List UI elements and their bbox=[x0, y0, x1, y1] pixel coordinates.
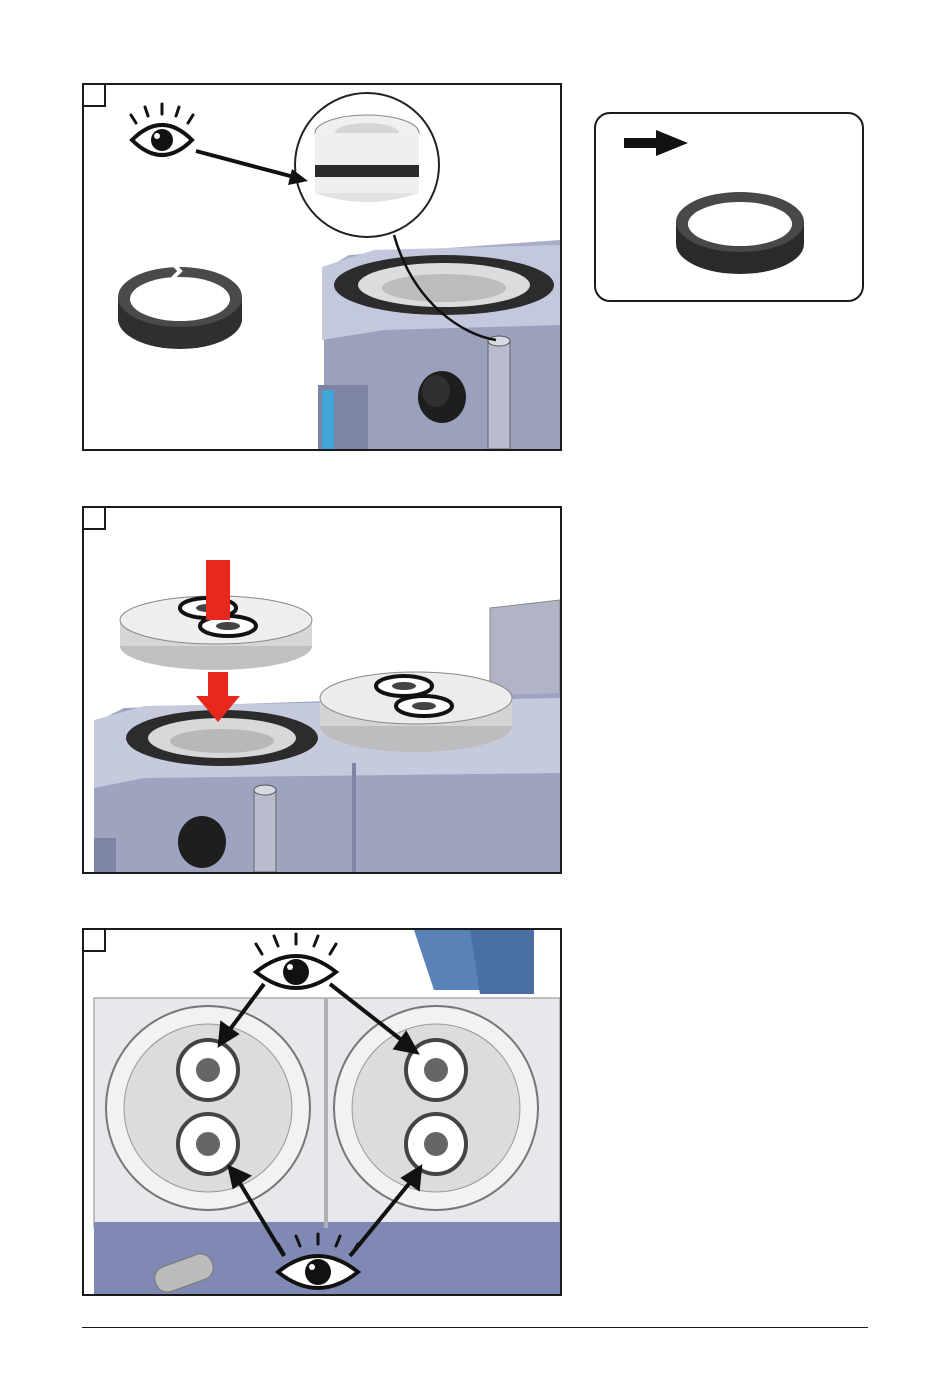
tie-rod bbox=[488, 336, 510, 449]
step-1-panel bbox=[82, 83, 562, 451]
footer-rule bbox=[82, 1327, 868, 1328]
replacement-seal-ring bbox=[676, 192, 804, 274]
installed-valve-plate bbox=[320, 672, 512, 752]
cylinder-bore bbox=[334, 255, 554, 315]
step-1-illustration bbox=[84, 85, 560, 449]
step-2-illustration bbox=[84, 508, 560, 872]
step-2-panel bbox=[82, 506, 562, 874]
split-seal-ring bbox=[118, 265, 242, 349]
step-2-number bbox=[84, 508, 106, 530]
step-3-number bbox=[84, 930, 106, 952]
arrow-icon bbox=[196, 151, 308, 185]
step-3-illustration bbox=[84, 930, 560, 1294]
seal-detail-callout bbox=[295, 93, 439, 237]
knob bbox=[178, 816, 226, 868]
left-valve-plate bbox=[106, 1006, 310, 1210]
knob bbox=[418, 371, 466, 423]
note-illustration bbox=[596, 114, 862, 300]
eye-icon bbox=[131, 104, 193, 155]
eye-icon bbox=[256, 934, 336, 988]
cylinder-bore bbox=[126, 710, 318, 766]
note-box bbox=[594, 112, 864, 302]
arrow-right-icon bbox=[624, 130, 688, 156]
blue-bracket bbox=[414, 930, 534, 994]
step-3-panel bbox=[82, 928, 562, 1296]
right-valve-plate bbox=[334, 1006, 538, 1210]
step-1-number bbox=[84, 85, 106, 107]
tie-rod bbox=[254, 785, 276, 872]
